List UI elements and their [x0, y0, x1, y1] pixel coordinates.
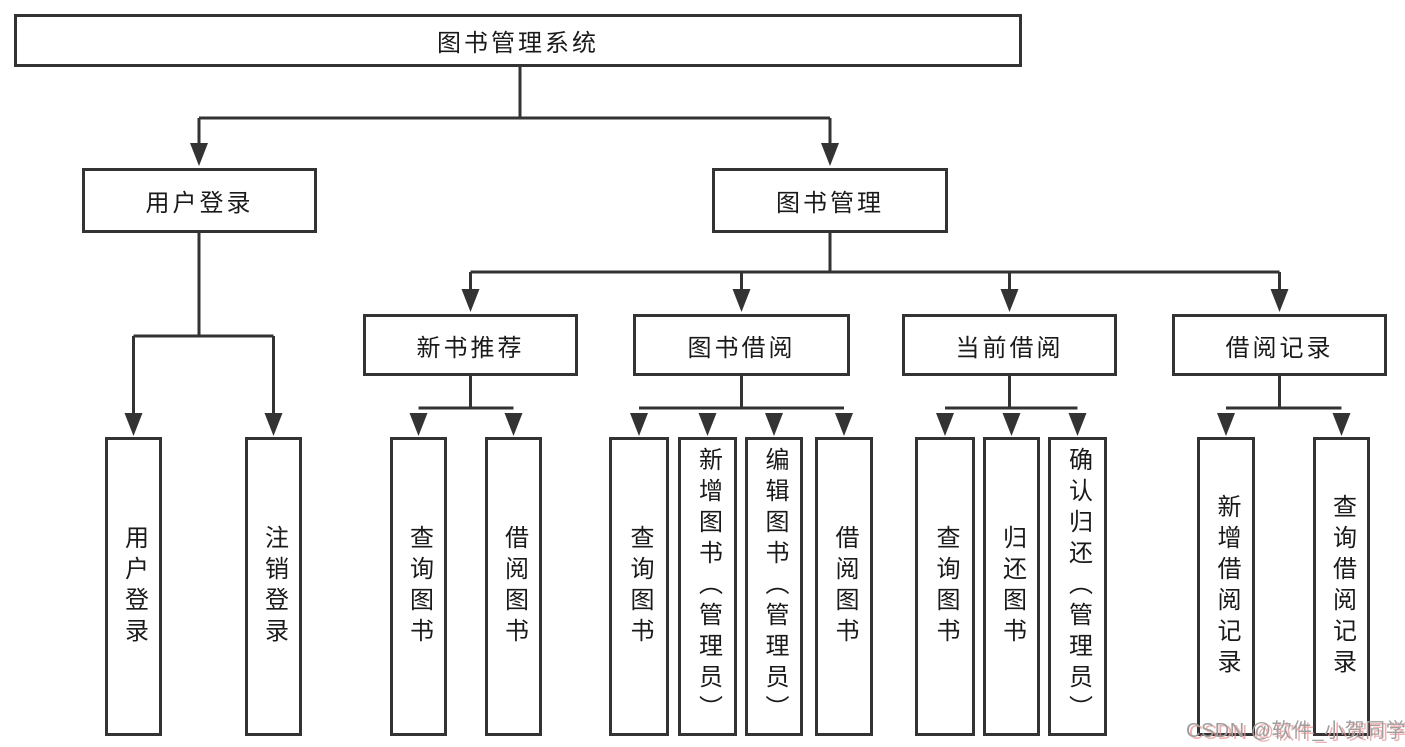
node-root: 图书管理系统 — [14, 14, 1022, 67]
leaf-query-borrow-record: 查询借阅记录 — [1313, 437, 1370, 736]
node-book-borrow: 图书借阅 — [633, 314, 850, 376]
leaf-add-book-admin: 新增图书（管理员） — [678, 437, 737, 736]
node-new-book-recommend: 新书推荐 — [363, 314, 578, 376]
arrowhead — [1000, 289, 1019, 312]
arrowhead — [835, 413, 853, 436]
leaf-borrow-books-recommend: 借阅图书 — [485, 437, 542, 736]
node-book-management: 图书管理 — [712, 168, 948, 233]
arrowhead — [190, 143, 208, 166]
leaf-query-books-borrow: 查询图书 — [609, 437, 669, 736]
arrowhead — [264, 413, 283, 436]
watermark: CSDN @软件_小贺同学 — [1186, 720, 1405, 742]
leaf-return-book: 归还图书 — [983, 437, 1040, 736]
leaf-query-books-recommend: 查询图书 — [390, 437, 447, 736]
arrowhead — [124, 413, 143, 436]
leaf-borrow-books: 借阅图书 — [815, 437, 873, 736]
leaf-edit-book-admin: 编辑图书（管理员） — [745, 437, 803, 736]
node-user-login: 用户登录 — [82, 168, 317, 233]
node-current-borrow: 当前借阅 — [902, 314, 1117, 376]
arrowhead — [630, 413, 648, 436]
leaf-logout: 注销登录 — [245, 437, 302, 736]
arrowhead — [1217, 413, 1235, 436]
leaf-add-borrow-record: 新增借阅记录 — [1197, 437, 1255, 736]
arrowheads — [124, 143, 1351, 436]
arrowhead — [732, 289, 751, 312]
arrowhead — [461, 289, 480, 312]
leaf-query-books-current: 查询图书 — [915, 437, 975, 736]
leaf-user-login: 用户登录 — [105, 437, 162, 736]
arrowhead — [936, 413, 954, 436]
node-borrow-records: 借阅记录 — [1172, 314, 1387, 376]
arrowhead — [1270, 289, 1289, 312]
arrowhead — [765, 413, 783, 436]
arrowhead — [409, 413, 428, 436]
arrowhead — [504, 413, 523, 436]
arrowhead — [698, 413, 717, 436]
arrowhead — [821, 143, 839, 166]
leaf-confirm-return-admin: 确认归还（管理员） — [1048, 437, 1107, 736]
arrowhead — [1332, 413, 1351, 436]
arrowhead — [1002, 413, 1021, 436]
arrowhead — [1068, 413, 1087, 436]
